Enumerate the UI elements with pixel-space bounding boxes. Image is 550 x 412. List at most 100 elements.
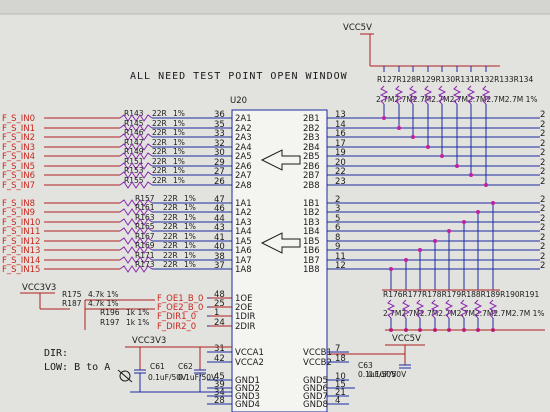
ctrl-resistor-value: 1k 1% [126, 308, 149, 317]
cap-c63-label: C63 [358, 361, 373, 370]
resistor-symbol-icon [119, 162, 153, 170]
pin-number: 45 [214, 372, 225, 382]
pin-number: 42 [214, 354, 225, 364]
pin-number: 43 [214, 223, 225, 233]
resistor-symbol-icon [119, 218, 153, 226]
resistor-symbol-icon [119, 208, 153, 216]
resistor-value: 22R [163, 251, 178, 260]
resistor-tolerance: 1% [184, 194, 196, 203]
pin-1a6: 1A6 [235, 246, 252, 256]
pin-2oe: 2OE [235, 303, 252, 313]
connector-pin-number: 2 [540, 167, 545, 177]
pullup-bot-refs: R176R177R178R179R188R189R190R191 [383, 290, 539, 299]
pin-number: 10 [335, 372, 346, 382]
pullup-resistor-icon [481, 85, 491, 105]
pullup-resistor-icon [488, 299, 498, 319]
net-label-f_s_in9: F_S_IN9 [2, 208, 35, 218]
pin-number: 28 [214, 396, 225, 406]
pin-number: 32 [214, 139, 225, 149]
pin-number: 3 [335, 204, 340, 214]
ctrl-resistor-ref: R187 [62, 299, 82, 308]
pin-vcca2: VCCA2 [235, 358, 264, 368]
connector-pin-number: 2 [540, 204, 545, 214]
net-label-f_s_in11: F_S_IN11 [2, 227, 40, 237]
pin-1oe: 1OE [235, 294, 252, 304]
resistor-symbol-icon [119, 143, 153, 151]
pin-number: 2 [335, 195, 340, 205]
junction-dot [447, 229, 451, 233]
junction-dot [426, 145, 430, 149]
pin-2dir: 2DIR [235, 322, 255, 332]
pin-gnd6: GND6 [303, 384, 328, 394]
resistor-ref: R147 [124, 138, 144, 147]
pin-number: 22 [335, 167, 346, 177]
pin-number: 39 [214, 380, 225, 390]
pin-number: 12 [335, 261, 346, 271]
pin-number: 4 [335, 396, 340, 406]
ctrl-resistor-value: 4.7k 1% [88, 299, 119, 308]
vcc3v3-cap-label: VCC3V3 [132, 336, 166, 346]
junction-dot [462, 220, 466, 224]
pin-1b6: 1B6 [303, 246, 320, 256]
pin-1a8: 1A8 [235, 265, 252, 275]
resistor-symbol-icon [119, 152, 153, 160]
pin-gnd5: GND5 [303, 376, 328, 386]
resistor-tolerance: 1% [184, 251, 196, 260]
junction-dot [397, 126, 401, 130]
resistor-ref: R155 [124, 176, 144, 185]
pullup-top-refs: R127R128R129R130R131R132R133R134 [377, 75, 533, 84]
vcc5v-right-label: VCC5V [392, 334, 421, 344]
pin-number: 38 [214, 252, 225, 262]
junction-dot [469, 173, 473, 177]
resistor-symbol-icon [119, 124, 153, 132]
net-label-f_s_in7: F_S_IN7 [2, 181, 35, 191]
pin-gnd2: GND2 [235, 384, 260, 394]
ctrl-resistor-value: 4.7k 1% [88, 290, 119, 299]
pin-2b8: 2B8 [303, 181, 320, 191]
resistor-tolerance: 1% [173, 176, 185, 185]
pin-2a3: 2A3 [235, 133, 252, 143]
resistor-tolerance: 1% [184, 260, 196, 269]
ctrl-net-f_dir1_0: F_DIR1_0 [157, 312, 196, 322]
resistor-value: 22R [152, 157, 167, 166]
resistor-ref: R165 [135, 222, 155, 231]
resistor-symbol-icon [119, 246, 153, 254]
pin-number: 25 [214, 299, 225, 309]
pin-2a7: 2A7 [235, 171, 252, 181]
pin-number: 6 [335, 223, 340, 233]
junction-dot [382, 116, 386, 120]
pin-number: 1 [214, 308, 219, 318]
resistor-ref: R173 [135, 260, 155, 269]
connector-pin-number: 2 [540, 233, 545, 243]
junction-dot [455, 164, 459, 168]
net-label-f_s_in1: F_S_IN1 [2, 124, 35, 134]
pin-2a1: 2A1 [235, 114, 252, 124]
resistor-value: 22R [152, 128, 167, 137]
cap-c61-value: 0.1uF/50V [148, 373, 187, 382]
pin-number: 21 [335, 388, 346, 398]
resistor-ref: R167 [135, 232, 155, 241]
junction-dot [476, 210, 480, 214]
pin-number: 20 [335, 158, 346, 168]
connector-pin-number: 2 [540, 214, 545, 224]
cap-c64-value: 0.1uF/50V [368, 370, 407, 379]
resistor-value: 22R [152, 119, 167, 128]
cap-c63-value: 0.1uF/50V [358, 370, 397, 379]
chip-u20 [231, 109, 328, 412]
pullup-resistor-icon [466, 85, 476, 105]
pullup-resistor-icon [444, 299, 454, 319]
resistor-tolerance: 1% [173, 128, 185, 137]
pullup-resistor-icon [386, 299, 396, 319]
pin-2a6: 2A6 [235, 162, 252, 172]
resistor-tolerance: 1% [184, 203, 196, 212]
resistor-value: 22R [163, 194, 178, 203]
pin-1b2: 1B2 [303, 208, 320, 218]
junction-dot [404, 258, 408, 262]
pullup-resistor-icon [415, 299, 425, 319]
resistor-value: 22R [163, 203, 178, 212]
pin-2a5: 2A5 [235, 152, 252, 162]
pin-number: 11 [335, 252, 346, 262]
pin-1a1: 1A1 [235, 199, 252, 209]
resistor-tolerance: 1% [173, 166, 185, 175]
connector-pin-number: 2 [540, 252, 545, 262]
